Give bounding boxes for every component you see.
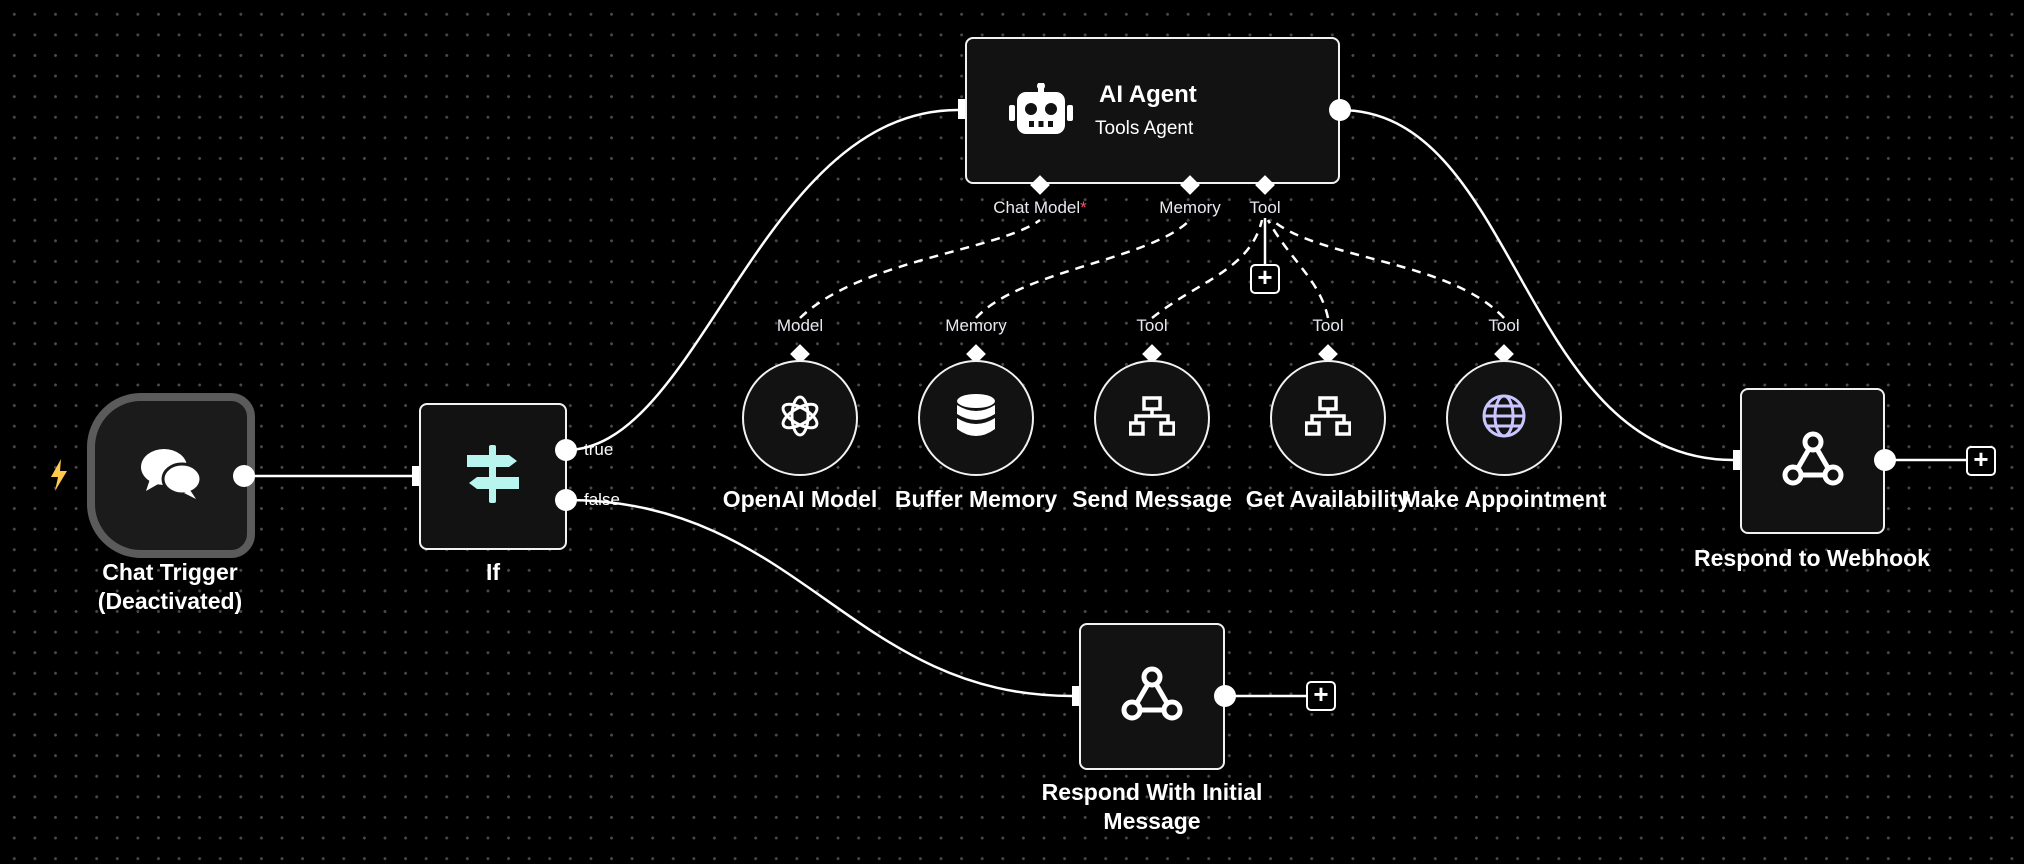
robot-icon <box>1009 82 1073 142</box>
ai-agent-node[interactable]: AI Agent Tools Agent <box>965 37 1340 184</box>
send-message-label: Send Message <box>1072 486 1232 512</box>
openai-icon <box>776 392 824 445</box>
memory-node-port-label: Memory <box>945 316 1007 335</box>
if-false-label: false <box>584 490 620 509</box>
edge-agent-to-webhook[interactable] <box>1339 108 1735 462</box>
network-icon <box>1304 395 1352 441</box>
openai-port-label: Model <box>776 316 824 335</box>
chat-model-port-label: Chat Model* <box>993 198 1087 217</box>
if-label: If <box>485 559 501 585</box>
respond-to-webhook-node[interactable] <box>1740 388 1885 534</box>
availability-port-label: Tool <box>1312 316 1344 335</box>
if-true-handle[interactable] <box>555 439 577 461</box>
add-after-initial-button[interactable]: + <box>1306 681 1336 711</box>
webhook-output-handle[interactable] <box>1874 449 1896 471</box>
lightning-icon <box>48 458 70 497</box>
signpost-icon <box>463 443 523 510</box>
if-node[interactable] <box>419 403 567 550</box>
chat-trigger-node[interactable] <box>87 393 255 558</box>
plus-icon: + <box>1313 679 1329 709</box>
plus-icon: + <box>1973 444 1989 474</box>
edge-appointment-to-agent[interactable] <box>1271 219 1505 319</box>
make-appointment-label: Make Appointment <box>1401 486 1607 512</box>
initial-output-handle[interactable] <box>1214 685 1236 707</box>
make-appointment-node[interactable] <box>1446 360 1562 476</box>
if-true-label: true <box>584 440 614 459</box>
edge-memory-to-agent[interactable] <box>975 219 1191 319</box>
agent-output-handle[interactable] <box>1329 99 1351 121</box>
if-false-handle[interactable] <box>555 489 577 511</box>
edge-availability-to-agent[interactable] <box>1266 219 1330 319</box>
initial-input-handle[interactable] <box>1072 686 1080 706</box>
add-after-webhook-button[interactable]: + <box>1966 446 1996 476</box>
chat-bubbles-icon <box>138 445 204 506</box>
agent-subtitle: Tools Agent <box>1095 118 1194 139</box>
buffer-memory-node[interactable] <box>918 360 1034 476</box>
memory-port-label: Memory <box>1159 198 1221 217</box>
edge-model-to-agent[interactable] <box>799 218 1041 319</box>
database-icon <box>955 393 997 444</box>
tool-port-label: Tool <box>1249 198 1281 217</box>
webhook-icon <box>1121 665 1183 728</box>
respond-initial-message-label: Respond With Initial Message <box>1041 779 1263 834</box>
edge-if-false-to-initial[interactable] <box>565 498 1073 698</box>
get-availability-label: Get Availability <box>1245 486 1411 512</box>
edge-send-to-agent[interactable] <box>1151 219 1264 319</box>
respond-to-webhook-label: Respond to Webhook <box>1694 545 1930 571</box>
appointment-port-label: Tool <box>1488 316 1520 335</box>
chat-trigger-output-handle[interactable] <box>233 465 255 487</box>
get-availability-node[interactable] <box>1270 360 1386 476</box>
if-input-handle[interactable] <box>412 466 420 486</box>
agent-title: AI Agent <box>1099 81 1197 108</box>
openai-model-label: OpenAI Model <box>722 486 878 512</box>
webhook-input-handle[interactable] <box>1733 450 1741 470</box>
plus-icon: + <box>1257 262 1273 292</box>
globe-icon <box>1481 393 1527 444</box>
add-tool-button[interactable]: + <box>1250 264 1280 294</box>
openai-model-node[interactable] <box>742 360 858 476</box>
chat-trigger-label: Chat Trigger (Deactivated) <box>97 559 243 614</box>
webhook-icon <box>1782 430 1844 493</box>
buffer-memory-label: Buffer Memory <box>894 486 1058 512</box>
respond-initial-message-node[interactable] <box>1079 623 1225 770</box>
agent-input-handle[interactable] <box>958 99 966 119</box>
network-icon <box>1128 395 1176 441</box>
edge-if-true-to-agent[interactable] <box>565 108 959 452</box>
send-port-label: Tool <box>1136 316 1168 335</box>
send-message-node[interactable] <box>1094 360 1210 476</box>
